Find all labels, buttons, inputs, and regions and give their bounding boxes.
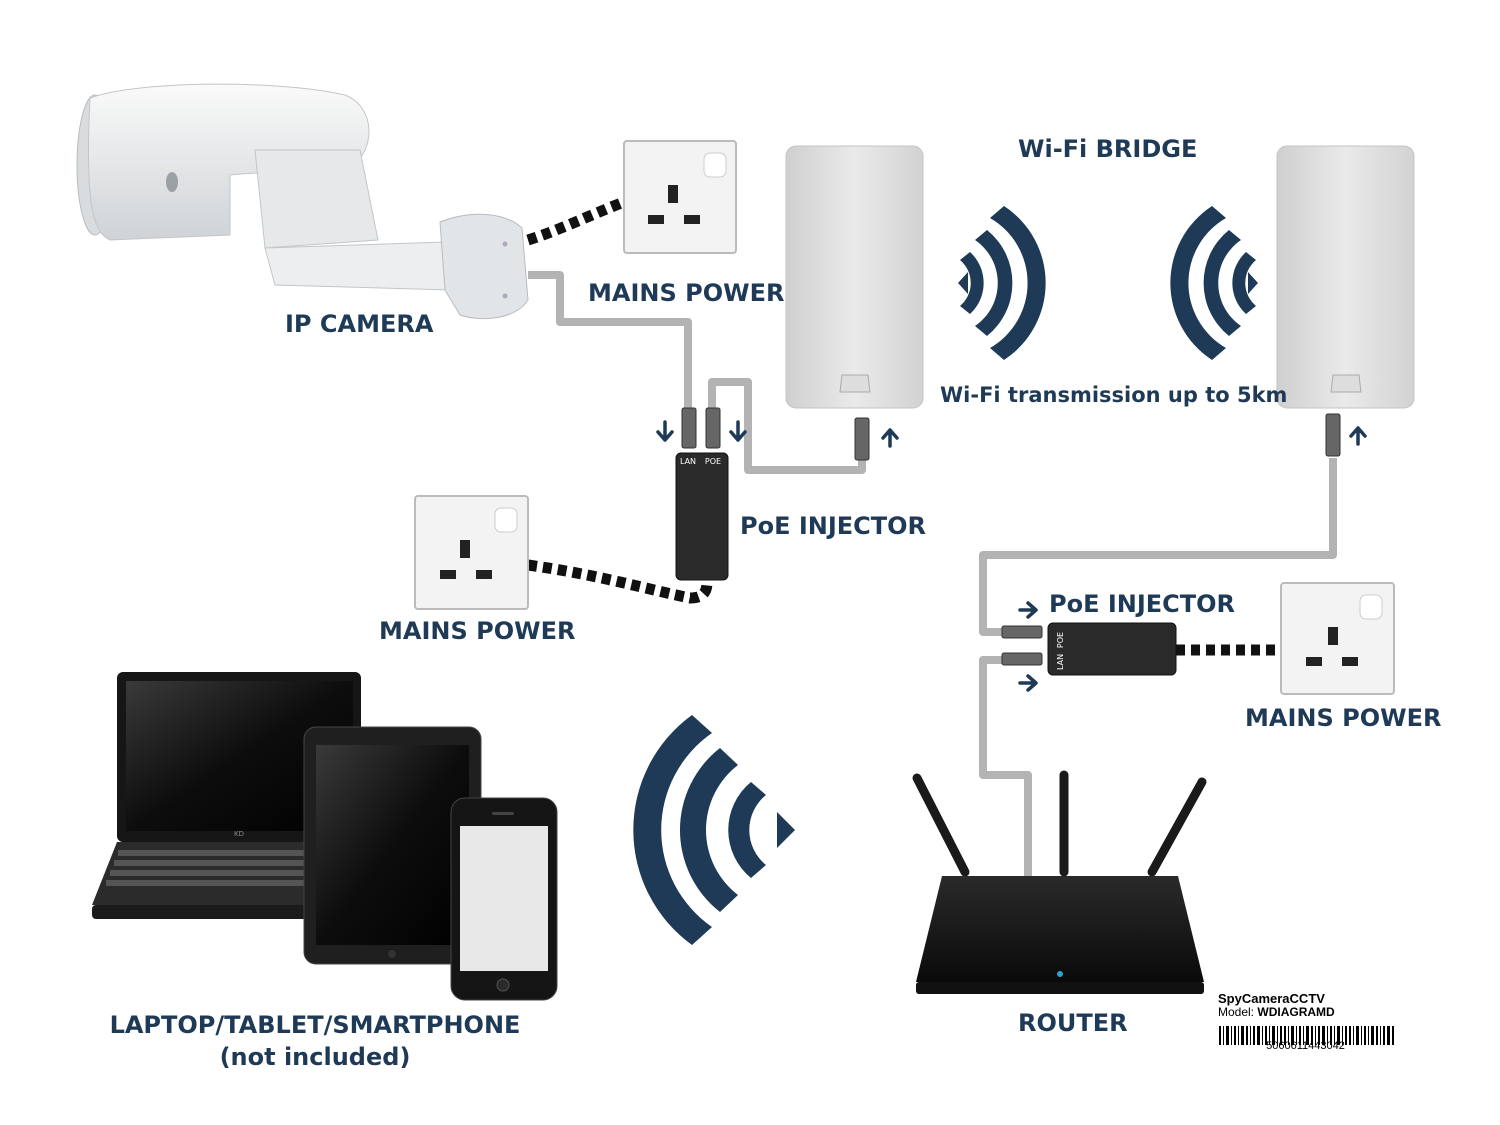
label-poe-injector-top: PoE INJECTOR [740,512,927,540]
product-model-prefix: Model: [1218,1005,1255,1019]
label-wifi-bridge: Wi-Fi BRIDGE [1018,135,1198,163]
laptop-brand-text: KD [234,830,244,838]
port-label-poe-right: POE [1056,632,1065,648]
wall-socket-right [1280,582,1395,695]
power-cable-top-injector [527,559,713,604]
label-router: ROUTER [1018,1009,1128,1037]
poe-injector-top: LAN POE [675,452,729,581]
label-devices-line2: (not included) [219,1043,411,1071]
power-cables [526,196,1281,656]
label-devices-line1: LAPTOP/TABLET/SMARTPHONE [109,1011,521,1039]
label-wifi-transmission: Wi-Fi transmission up to 5km [940,383,1288,407]
smartphone-image [450,797,558,1001]
label-mains-power-top: MAINS POWER [588,279,785,307]
router-image [912,770,1207,994]
product-label: SpyCameraCCTV Model: WDIAGRAMD 506061144… [1218,991,1398,1053]
wifi-bridge-left [785,145,924,409]
cable-injector-to-router [979,656,1032,880]
cable-camera-to-injector [528,271,692,410]
wifi-waves-icon-devices [633,715,795,945]
product-model-line: Model: WDIAGRAMD [1218,1006,1398,1019]
barcode-number: 5060611443042 [1266,1040,1345,1052]
label-ip-camera: IP CAMERA [285,310,434,338]
product-brand: SpyCameraCCTV [1218,991,1325,1006]
wall-socket-top [623,140,737,254]
wall-socket-middle [414,495,529,610]
label-devices: LAPTOP/TABLET/SMARTPHONE (not included) [95,1009,535,1073]
wifi-bridge-right [1276,145,1415,409]
label-mains-power-right: MAINS POWER [1245,704,1442,732]
port-label-lan: LAN [680,457,696,466]
tablet-image [303,726,482,965]
port-label-poe: POE [705,457,721,466]
label-mains-power-middle: MAINS POWER [379,617,576,645]
product-model: WDIAGRAMD [1257,1005,1335,1019]
cable-injector-to-bridge [708,378,866,474]
ip-camera-image [76,83,529,320]
direction-arrows [656,420,1367,692]
ethernet-cables [528,271,1337,880]
wifi-waves-icon-bridge-right [1170,206,1258,360]
cable-bridge-to-injector [979,458,1337,636]
rj45-connectors [681,407,1341,666]
label-poe-injector-right: PoE INJECTOR [1049,590,1236,618]
power-cable-camera [526,196,626,246]
poe-injector-right: POE LAN [1047,622,1177,676]
port-label-lan-right: LAN [1056,654,1065,670]
wifi-waves-icon-bridge-left [958,206,1046,360]
barcode-image [1219,1026,1394,1045]
